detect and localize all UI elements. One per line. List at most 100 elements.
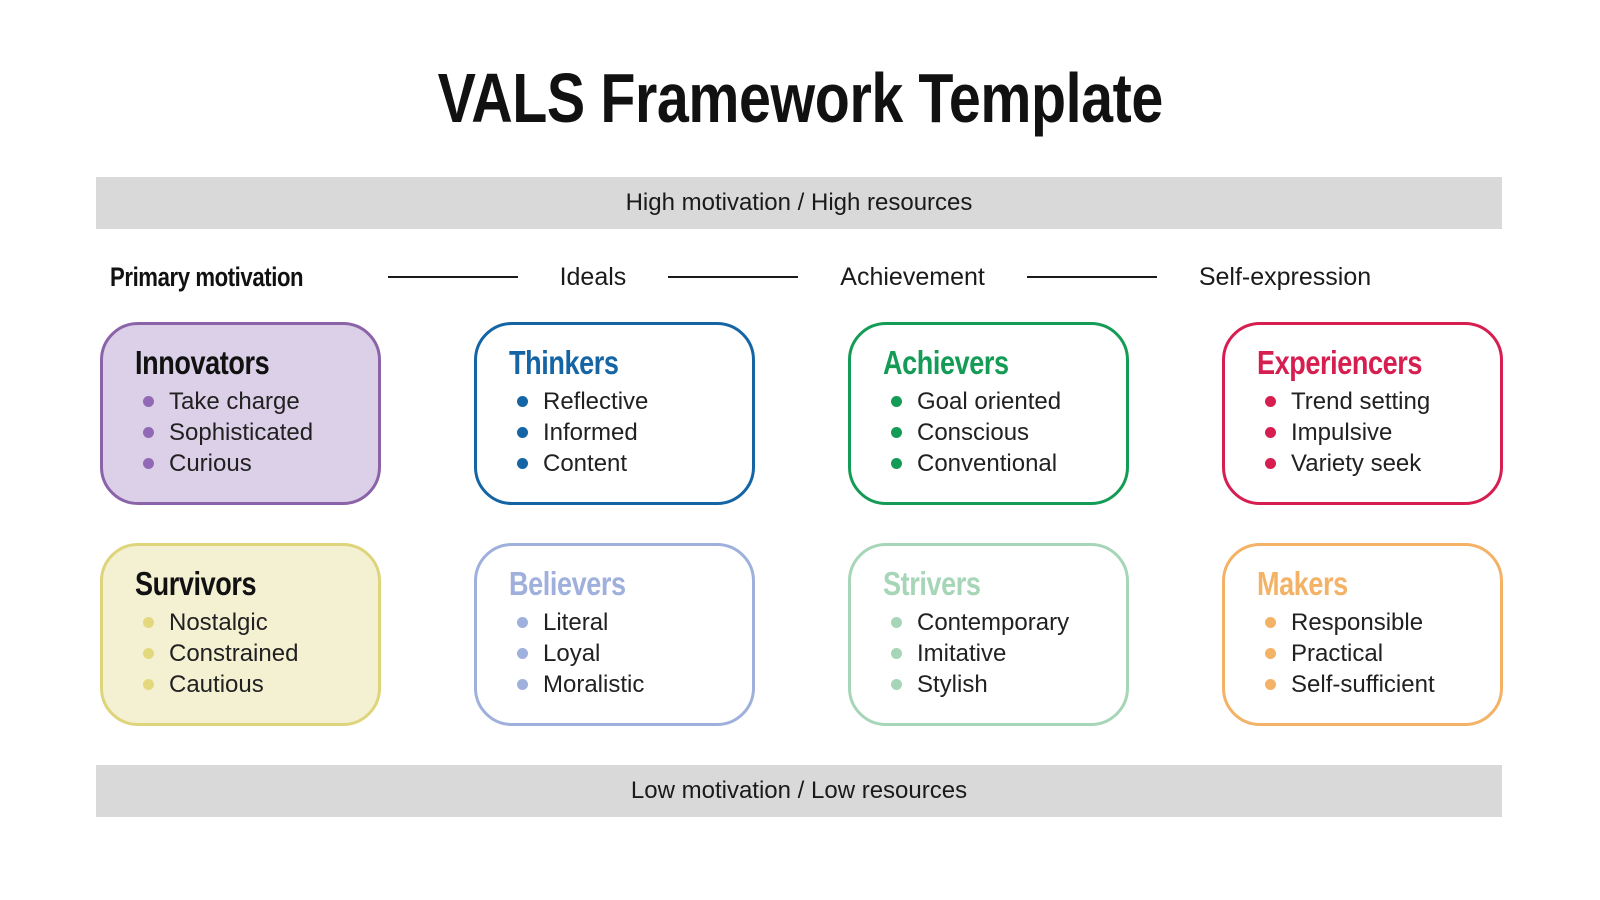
banner-low-motivation: Low motivation / Low resources [96, 765, 1502, 817]
trait-item: Responsible [1257, 607, 1486, 638]
segment-card-strivers: Strivers Contemporary Imitative Stylish [848, 543, 1129, 726]
trait-item: Constrained [135, 638, 364, 669]
segment-card-makers: Makers Responsible Practical Self-suffic… [1222, 543, 1503, 726]
bullet-dot [143, 617, 154, 628]
trait-label: Practical [1291, 640, 1384, 667]
bullet-dot [143, 648, 154, 659]
segment-traits-list: Take charge Sophisticated Curious [135, 386, 364, 479]
trait-label: Cautious [169, 671, 264, 698]
bullet-dot [1265, 427, 1276, 438]
trait-item: Self-sufficient [1257, 669, 1486, 700]
trait-label: Conscious [917, 419, 1030, 446]
axis-category-achievement: Achievement [840, 262, 985, 291]
trait-item: Goal oriented [883, 386, 1112, 417]
segment-traits-list: Literal Loyal Moralistic [509, 607, 738, 700]
bullet-dot [891, 617, 902, 628]
segment-title: Strivers [883, 565, 981, 602]
trait-item: Stylish [883, 669, 1112, 700]
trait-item: Moralistic [509, 669, 738, 700]
bullet-dot [1265, 617, 1276, 628]
segment-traits-list: Trend setting Impulsive Variety seek [1257, 386, 1486, 479]
trait-label: Take charge [169, 388, 300, 415]
trait-label: Goal oriented [917, 388, 1062, 415]
segment-card-believers: Believers Literal Loyal Moralistic [474, 543, 755, 726]
trait-item: Trend setting [1257, 386, 1486, 417]
trait-item: Variety seek [1257, 448, 1486, 479]
axis-connector-line [668, 276, 799, 278]
bullet-dot [143, 458, 154, 469]
bullet-dot [143, 396, 154, 407]
bullet-dot [517, 648, 528, 659]
banner-high-motivation-label: High motivation / High resources [625, 189, 973, 216]
segment-traits-list: Contemporary Imitative Stylish [883, 607, 1112, 700]
segment-title: Believers [509, 565, 626, 602]
trait-item: Contemporary [883, 607, 1112, 638]
trait-label: Imitative [917, 640, 1007, 667]
segment-title: Innovators [135, 344, 270, 381]
trait-item: Cautious [135, 669, 364, 700]
trait-item: Content [509, 448, 738, 479]
trait-item: Conscious [883, 417, 1112, 448]
bullet-dot [143, 679, 154, 690]
trait-label: Responsible [1291, 609, 1424, 636]
trait-label: Contemporary [917, 609, 1070, 636]
axis-title: Primary motivation [110, 261, 304, 292]
segment-card-innovators: Innovators Take charge Sophisticated Cur… [100, 322, 381, 505]
segment-traits-list: Reflective Informed Content [509, 386, 738, 479]
segment-card-survivors: Survivors Nostalgic Constrained Cautious [100, 543, 381, 726]
bullet-dot [517, 617, 528, 628]
segment-title: Experiencers [1257, 344, 1423, 381]
trait-label: Informed [543, 419, 638, 446]
trait-item: Practical [1257, 638, 1486, 669]
segment-title: Achievers [883, 344, 1009, 381]
trait-label: Conventional [917, 450, 1058, 477]
bullet-dot [891, 458, 902, 469]
segment-title: Thinkers [509, 344, 619, 381]
trait-label: Sophisticated [169, 419, 314, 446]
bullet-dot [517, 458, 528, 469]
trait-item: Informed [509, 417, 738, 448]
segment-card-experiencers: Experiencers Trend setting Impulsive Var… [1222, 322, 1503, 505]
trait-label: Stylish [917, 671, 988, 698]
bullet-dot [1265, 679, 1276, 690]
segment-card-thinkers: Thinkers Reflective Informed Content [474, 322, 755, 505]
axis-connector-line [387, 276, 518, 278]
trait-label: Nostalgic [169, 609, 268, 636]
trait-item: Imitative [883, 638, 1112, 669]
segment-title: Survivors [135, 565, 257, 602]
bullet-dot [1265, 458, 1276, 469]
bullet-dot [891, 396, 902, 407]
bullet-dot [517, 396, 528, 407]
trait-label: Constrained [169, 640, 299, 667]
segment-traits-list: Nostalgic Constrained Cautious [135, 607, 364, 700]
banner-high-motivation: High motivation / High resources [96, 177, 1502, 229]
trait-item: Impulsive [1257, 417, 1486, 448]
bullet-dot [891, 679, 902, 690]
trait-item: Sophisticated [135, 417, 364, 448]
axis-connector-line [1026, 276, 1157, 278]
trait-label: Moralistic [543, 671, 645, 698]
trait-label: Trend setting [1291, 388, 1431, 415]
trait-item: Literal [509, 607, 738, 638]
segment-card-achievers: Achievers Goal oriented Conscious Conven… [848, 322, 1129, 505]
trait-label: Literal [543, 609, 609, 636]
trait-item: Curious [135, 448, 364, 479]
segment-title: Makers [1257, 565, 1348, 602]
trait-item: Take charge [135, 386, 364, 417]
bullet-dot [891, 427, 902, 438]
segment-traits-list: Responsible Practical Self-sufficient [1257, 607, 1486, 700]
bullet-dot [517, 427, 528, 438]
banner-low-motivation-label: Low motivation / Low resources [630, 777, 968, 804]
trait-label: Loyal [543, 640, 601, 667]
primary-motivation-axis: Primary motivation Ideals Achievement Se… [96, 256, 1502, 298]
segments-grid: Innovators Take charge Sophisticated Cur… [100, 322, 1503, 726]
trait-item: Reflective [509, 386, 738, 417]
trait-label: Reflective [543, 388, 649, 415]
trait-item: Loyal [509, 638, 738, 669]
page-title: VALS Framework Template [437, 59, 1163, 137]
bullet-dot [517, 679, 528, 690]
trait-label: Self-sufficient [1291, 671, 1435, 698]
page-title-row: VALS Framework Template [0, 58, 1600, 138]
axis-category-ideals: Ideals [559, 262, 627, 291]
